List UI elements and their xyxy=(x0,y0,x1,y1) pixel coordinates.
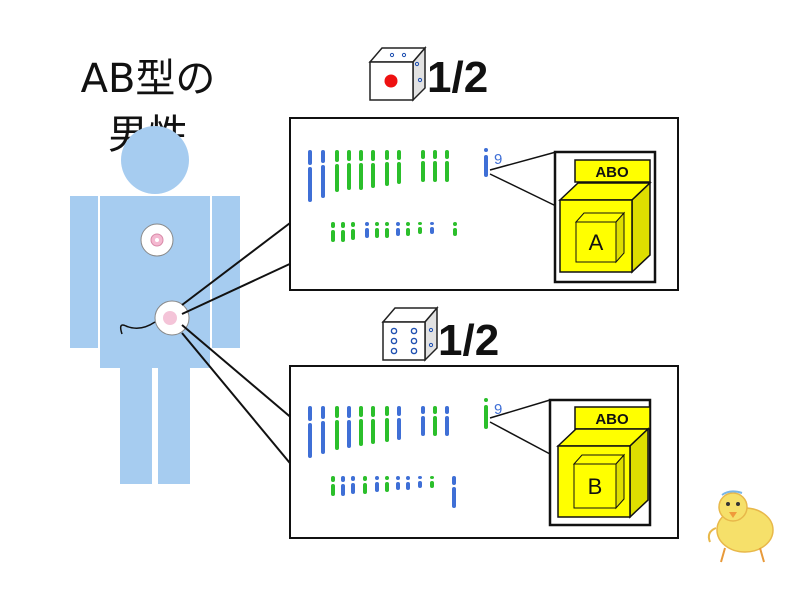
chromosome-icon xyxy=(385,476,389,492)
body-cell-icon xyxy=(140,223,174,257)
person-silhouette-icon xyxy=(70,126,240,484)
chromosome-icon xyxy=(365,222,369,238)
probability-label-bottom: 1/2 xyxy=(438,316,499,365)
chromosome-icon xyxy=(433,406,437,436)
chromosome-icon xyxy=(418,476,422,488)
die-icon-bottom xyxy=(381,305,439,362)
chromosome-icon xyxy=(445,150,449,182)
chromosome-icon xyxy=(396,476,400,490)
chromosome-icon xyxy=(347,406,351,448)
chromosome-icon xyxy=(406,222,410,236)
chromosome-icon xyxy=(341,476,345,496)
chromosome-icon xyxy=(341,222,345,242)
chromosome-number-top: 9 xyxy=(494,151,502,168)
chromosome-icon xyxy=(321,406,325,454)
gene-label-bottom: ABO xyxy=(595,411,629,428)
chromosome-icon xyxy=(359,406,363,446)
chromosome-icon xyxy=(331,222,335,242)
chromosome-icon xyxy=(396,222,400,236)
chromosome-icon xyxy=(397,150,401,184)
chromosome-icon xyxy=(331,476,335,496)
chromosome-icon xyxy=(363,476,367,494)
chromosome-icon xyxy=(385,150,389,186)
sperm-cell-icon xyxy=(119,300,190,336)
chromosome-icon xyxy=(375,222,379,238)
gene-box-top: ABO A xyxy=(553,150,657,284)
gene-box-bottom: ABO B xyxy=(548,398,652,527)
chromosome-icon xyxy=(308,150,312,202)
chromosome-icon xyxy=(421,150,425,182)
chromosome-icon xyxy=(371,150,375,188)
chromosome-icon xyxy=(371,406,375,444)
chromosome-icon xyxy=(308,406,312,458)
die-icon-top xyxy=(368,45,427,102)
chromosome-icon xyxy=(433,150,437,182)
chromosome-icon xyxy=(452,476,456,508)
chromosome-icon xyxy=(430,222,434,234)
chromosome-icon xyxy=(359,150,363,190)
probability-label-top: 1/2 xyxy=(427,53,488,102)
chromosome-icon xyxy=(385,222,389,238)
chromosome-9-top xyxy=(484,148,488,177)
chromosome-icon xyxy=(335,150,339,192)
chromosome-icon xyxy=(375,476,379,492)
callout-lines xyxy=(181,219,295,469)
chromosome-icon xyxy=(347,150,351,190)
chromosome-icon xyxy=(321,150,325,198)
chromosome-icon xyxy=(397,406,401,440)
chromosome-icon xyxy=(385,406,389,442)
chromosome-icon xyxy=(335,406,339,450)
chromosome-set-top xyxy=(308,150,457,242)
chromosome-set-bottom xyxy=(308,406,456,508)
chromosome-icon xyxy=(445,406,449,436)
allele-label-top: A xyxy=(589,230,604,255)
chromosome-icon xyxy=(421,406,425,436)
title-line-1: AB型の xyxy=(81,56,216,102)
chromosome-9-bottom xyxy=(484,398,488,429)
chick-icon xyxy=(707,490,774,563)
chromosome-icon xyxy=(453,222,457,236)
gene-label-top: ABO xyxy=(595,164,629,181)
chromosome-icon xyxy=(406,476,410,490)
zoom-lines xyxy=(489,151,557,455)
chromosome-icon xyxy=(351,476,355,494)
chromosome-number-bottom: 9 xyxy=(494,401,502,418)
chromosome-icon xyxy=(351,222,355,240)
chromosome-icon xyxy=(418,222,422,234)
chromosome-icon xyxy=(430,476,434,488)
allele-label-bottom: B xyxy=(588,474,603,499)
